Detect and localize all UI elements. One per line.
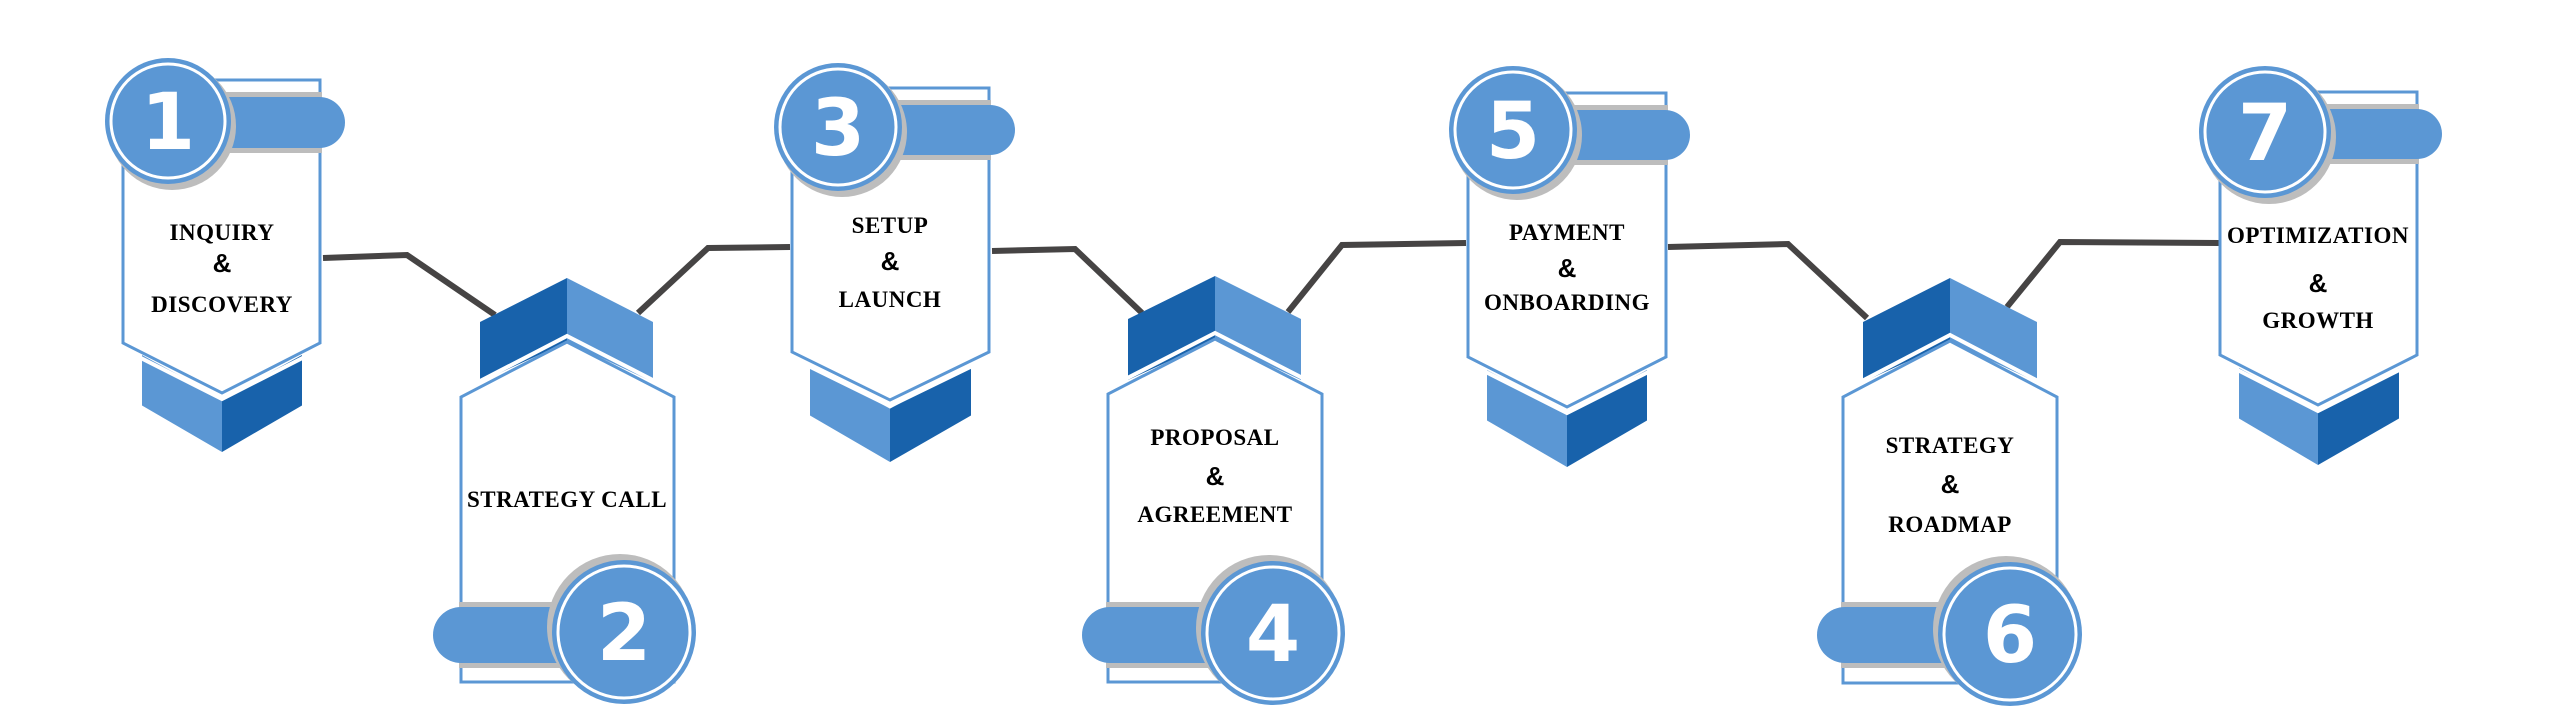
- step-6: 6 STRATEGY & ROADMAP: [1817, 278, 2082, 706]
- step-number: 3: [811, 84, 865, 174]
- badge-ring: [556, 564, 692, 700]
- label-ampersand: &: [213, 248, 232, 278]
- card-separator: [787, 354, 994, 409]
- step-label-line: ROADMAP: [1888, 512, 2012, 537]
- connector-line-4-5: [1285, 240, 1467, 314]
- connectors: [322, 238, 2220, 321]
- step-number: 1: [141, 78, 195, 168]
- connector-line-1-2: [322, 251, 497, 318]
- number-badge: [552, 560, 696, 704]
- step-4: 4 PROPOSAL & AGREEMENT: [1082, 276, 1345, 705]
- number-badge: [2199, 66, 2331, 198]
- step-number: 6: [1983, 591, 2037, 681]
- badge-ring: [109, 62, 227, 180]
- step-label-line: AGREEMENT: [1137, 502, 1292, 527]
- label-ampersand: &: [881, 246, 900, 276]
- step-label-line: SETUP: [852, 213, 929, 238]
- label-ampersand: &: [1558, 253, 1577, 283]
- step-label-line: DISCOVERY: [151, 292, 293, 317]
- chevron-block-dark-face: [890, 365, 971, 462]
- chevron-block-dark-face: [1567, 370, 1647, 467]
- chevron-block-light-face: [1215, 276, 1301, 380]
- connector-line-5-6: [1667, 240, 1870, 321]
- chevron-block-dark-face: [222, 355, 302, 452]
- badge-ring: [1453, 70, 1573, 190]
- chevron-block-dark-face: [2318, 368, 2399, 465]
- chevron-block-light-face: [1950, 278, 2037, 382]
- step-label-line: PROPOSAL: [1150, 425, 1279, 450]
- chevron-block-light-face: [142, 355, 222, 452]
- number-badge: [105, 58, 231, 184]
- chevron-block-light-face: [1487, 370, 1567, 467]
- chevron-block-dark-face: [1863, 278, 1950, 382]
- step-label-line: STRATEGY: [1886, 433, 2015, 458]
- card-separator: [456, 333, 679, 395]
- label-ampersand: &: [1941, 469, 1960, 499]
- step-number: 2: [597, 589, 651, 679]
- chevron-block-light-face: [810, 365, 890, 462]
- number-badge: [1201, 561, 1345, 705]
- step-label-line: PAYMENT: [1509, 220, 1625, 245]
- step-label-line: INQUIRY: [170, 220, 275, 245]
- badge-ring: [1205, 565, 1341, 701]
- card-separator: [1463, 359, 1671, 416]
- number-badge: [1449, 66, 1577, 194]
- label-ampersand: &: [1206, 461, 1225, 491]
- card-separator: [2215, 357, 2422, 414]
- connector-line-2-3: [635, 244, 791, 316]
- badge-ring: [778, 67, 898, 187]
- step-label-line: GROWTH: [2262, 308, 2374, 333]
- badge-ring: [1942, 566, 2078, 702]
- step-number: 7: [2238, 89, 2292, 179]
- step-label-line: STRATEGY CALL: [467, 487, 667, 512]
- badge-ring: [2203, 70, 2327, 194]
- chevron-block-light-face: [567, 278, 653, 382]
- step-label-line: OPTIMIZATION: [2227, 223, 2409, 248]
- step-label-line: ONBOARDING: [1484, 290, 1650, 315]
- label-ampersand: &: [2309, 268, 2328, 298]
- chevron-block-dark-face: [1128, 276, 1215, 380]
- step-label-line: LAUNCH: [839, 287, 942, 312]
- card-separator: [118, 345, 325, 402]
- step-number: 5: [1486, 87, 1540, 177]
- number-badge: [774, 63, 902, 191]
- connector-line-6-7: [2004, 238, 2220, 309]
- number-badge: [1938, 562, 2082, 706]
- card-separator: [1838, 332, 2062, 395]
- step-2: 2 STRATEGY CALL: [433, 278, 696, 704]
- chevron-block-dark-face: [480, 278, 567, 382]
- chevron-block-light-face: [2239, 368, 2318, 465]
- step-number: 4: [1246, 590, 1300, 680]
- card-separator: [1103, 330, 1327, 392]
- connector-line-3-4: [991, 245, 1145, 316]
